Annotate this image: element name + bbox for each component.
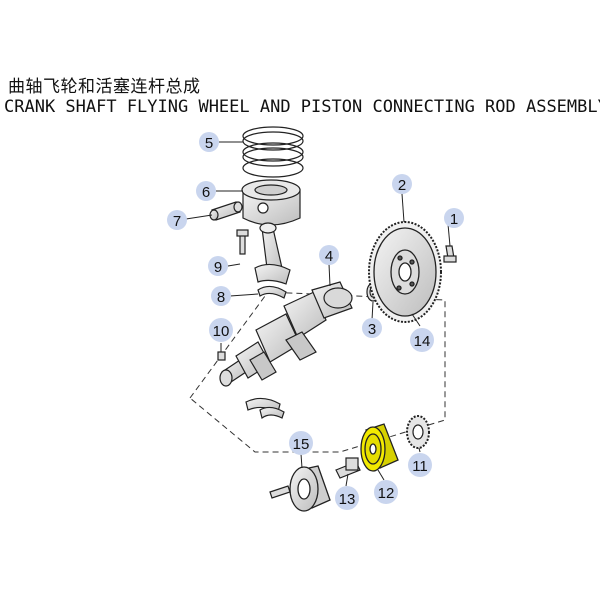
callout-label: 15 — [293, 436, 310, 453]
piston-pin — [209, 201, 243, 221]
callout-1[interactable]: 1 — [444, 208, 464, 228]
callout-label: 12 — [378, 485, 395, 502]
callout-label: 10 — [213, 323, 230, 340]
callout-9[interactable]: 9 — [208, 256, 228, 276]
leader-lines — [185, 141, 451, 487]
callout-12[interactable]: 12 — [374, 480, 398, 504]
damper-bolt — [269, 485, 291, 499]
callout-label: 3 — [368, 321, 376, 338]
connecting-rod — [254, 222, 291, 285]
diagram-title-english: CRANK SHAFT FLYING WHEEL AND PISTON CONN… — [4, 97, 600, 117]
piston — [241, 179, 301, 226]
flywheel — [368, 221, 442, 323]
callout-2[interactable]: 2 — [392, 174, 412, 194]
callout-label: 5 — [205, 135, 213, 152]
callout-label: 1 — [450, 211, 458, 228]
callout-6[interactable]: 6 — [196, 181, 216, 201]
damper-pulley — [289, 465, 331, 512]
callout-label: 11 — [412, 458, 428, 475]
callout-label: 9 — [214, 259, 222, 276]
callout-11[interactable]: 11 — [408, 453, 432, 477]
callout-8[interactable]: 8 — [211, 286, 231, 306]
timing-gear — [406, 415, 430, 449]
callout-label: 2 — [398, 177, 406, 194]
connecting-rod-bolt — [236, 229, 249, 255]
flywheel-bolt — [443, 245, 457, 263]
callout-5[interactable]: 5 — [199, 132, 219, 152]
piston-rings — [242, 126, 304, 178]
callout-7[interactable]: 7 — [167, 210, 187, 230]
callout-10[interactable]: 10 — [209, 318, 233, 342]
crankshaft — [219, 281, 353, 387]
callout-4[interactable]: 4 — [319, 245, 339, 265]
callout-label: 13 — [339, 491, 356, 508]
bearing-shells — [245, 285, 287, 420]
callout-14[interactable]: 14 — [410, 328, 434, 352]
callout-label: 4 — [325, 248, 333, 265]
callout-label: 7 — [173, 213, 181, 230]
callout-label: 14 — [414, 333, 431, 350]
callout-label: 8 — [217, 289, 225, 306]
callout-15[interactable]: 15 — [289, 431, 313, 455]
callout-label: 6 — [202, 184, 210, 201]
oil-plug-bolt — [217, 351, 226, 361]
callout-13[interactable]: 13 — [335, 486, 359, 510]
crankshaft-pulley-highlighted — [360, 423, 399, 472]
diagram-title-chinese: 曲轴飞轮和活塞连杆总成 — [8, 77, 201, 97]
pulley-bolt — [335, 457, 361, 479]
callout-3[interactable]: 3 — [362, 318, 382, 338]
